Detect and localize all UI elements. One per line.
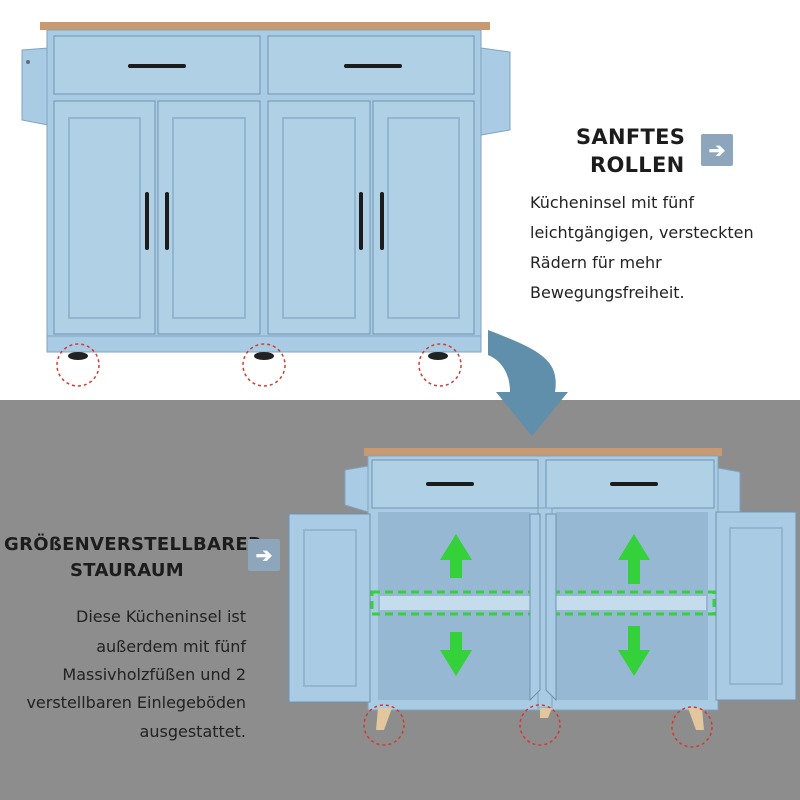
body-top-line4: Bewegungsfreiheit. bbox=[530, 283, 685, 302]
body-top-line2: leichtgängigen, versteckten bbox=[530, 223, 754, 242]
green-up-arrow-icon bbox=[440, 534, 650, 584]
wood-countertop-bottom bbox=[364, 448, 722, 456]
heading-bottom-line1: GRÖßENVERSTELLBARER bbox=[4, 534, 263, 555]
body-bottom-line4: verstellbaren Einlegeböden bbox=[26, 693, 246, 712]
heading-top-line2: ROLLEN bbox=[590, 153, 685, 177]
wood-countertop-top bbox=[40, 22, 490, 30]
open-door-left bbox=[288, 513, 371, 703]
heading-bottom-line2: STAURAUM bbox=[70, 560, 185, 581]
wheels-top bbox=[56, 343, 462, 387]
body-bottom-line3: Massivholzfüßen und 2 bbox=[62, 665, 246, 684]
wooden-legs bbox=[376, 708, 704, 730]
right-arrow-icon: ➔ bbox=[701, 134, 733, 166]
curved-down-arrow-icon bbox=[488, 330, 568, 436]
body-bottom-line5: ausgestattet. bbox=[139, 722, 246, 741]
heading-top-line1: SANFTES bbox=[576, 125, 686, 149]
body-bottom-line2: außerdem mit fünf bbox=[96, 637, 246, 656]
green-down-arrow-icon bbox=[440, 626, 650, 676]
towel-bar-left bbox=[21, 47, 49, 126]
open-door-right bbox=[715, 511, 797, 701]
right-arrow-icon-bottom: ➔ bbox=[248, 539, 280, 571]
body-top-line1: Kücheninsel mit fünf bbox=[530, 193, 694, 212]
body-bottom-line1: Diese Kücheninsel ist bbox=[76, 607, 246, 626]
doors-top bbox=[53, 100, 475, 335]
towel-bar-right bbox=[480, 47, 511, 136]
body-top-line3: Rädern für mehr bbox=[530, 253, 662, 272]
